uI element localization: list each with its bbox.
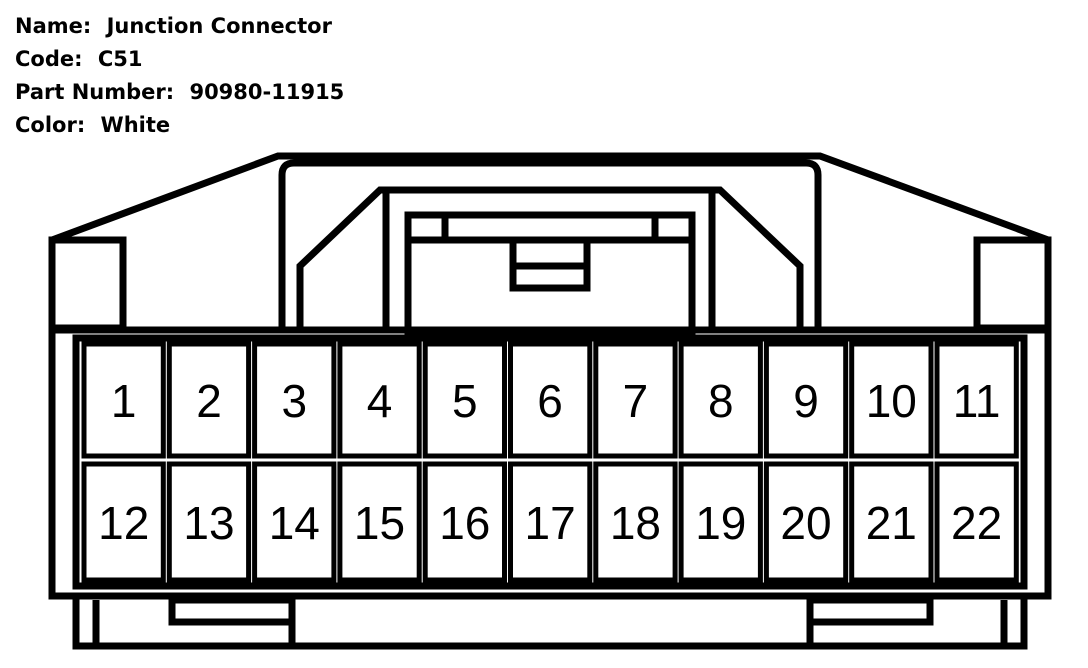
left-side-notch xyxy=(48,236,127,332)
inner-top-frame xyxy=(278,159,822,330)
info-color: Color: White xyxy=(15,109,344,142)
info-code: Code: C51 xyxy=(15,43,344,76)
bottom-rail xyxy=(72,596,1028,650)
pin-cell-8 xyxy=(678,341,763,459)
pin-label-1: 1 xyxy=(111,375,137,427)
pin-grid-frame xyxy=(72,334,1028,590)
pin-label-16: 16 xyxy=(439,497,490,549)
pin-label-6: 6 xyxy=(537,375,563,427)
pin-cell-13 xyxy=(166,461,252,583)
pin-cell-7 xyxy=(593,341,678,459)
pin-label-7: 7 xyxy=(623,375,649,427)
pin-label-3: 3 xyxy=(282,375,308,427)
pin-cell-10 xyxy=(849,341,934,459)
info-code-label: Code: xyxy=(15,47,83,71)
pin-cell-22 xyxy=(934,461,1019,583)
pin-cell-21 xyxy=(849,461,934,583)
pin-label-22: 22 xyxy=(951,497,1002,549)
pin-label-19: 19 xyxy=(695,497,746,549)
pin-label-5: 5 xyxy=(452,375,478,427)
pin-cell-14 xyxy=(252,461,337,583)
pin-label-13: 13 xyxy=(183,497,234,549)
pin-label-8: 8 xyxy=(708,375,734,427)
info-part-number: Part Number: 90980-11915 xyxy=(15,76,344,109)
pin-cell-9 xyxy=(763,341,849,459)
pin-cell-15 xyxy=(337,461,422,583)
pin-label-14: 14 xyxy=(269,497,320,549)
pin-cell-2 xyxy=(166,341,252,459)
pin-cell-19 xyxy=(678,461,763,583)
pin-cell-1 xyxy=(81,341,166,459)
pin-label-12: 12 xyxy=(98,497,149,549)
right-side-notch xyxy=(973,236,1052,332)
pin-cell-5 xyxy=(422,341,508,459)
pin-label-4: 4 xyxy=(367,375,393,427)
right-foot xyxy=(806,596,934,626)
pin-cell-3 xyxy=(252,341,337,459)
pin-label-11: 11 xyxy=(953,375,1001,427)
info-color-value: White xyxy=(100,113,171,137)
info-code-value: C51 xyxy=(97,47,143,71)
pin-cell-17 xyxy=(508,461,593,583)
pin-label-10: 10 xyxy=(866,375,917,427)
pin-label-2: 2 xyxy=(196,375,222,427)
connector-info: Name: Junction Connector Code: C51 Part … xyxy=(15,10,344,142)
pin-label-15: 15 xyxy=(354,497,405,549)
pin-label-18: 18 xyxy=(610,497,661,549)
latch-housing xyxy=(296,186,804,330)
lock-tab xyxy=(404,211,696,337)
info-name-value: Junction Connector xyxy=(106,14,332,38)
pin-cell-16 xyxy=(422,461,508,583)
pin-label-20: 20 xyxy=(780,497,831,549)
pin-cell-18 xyxy=(593,461,678,583)
pin-cell-11 xyxy=(934,341,1019,459)
pin-label-9: 9 xyxy=(793,375,819,427)
pin-cell-12 xyxy=(81,461,166,583)
pin-cell-4 xyxy=(337,341,422,459)
connector-housing xyxy=(48,152,1052,650)
info-name: Name: Junction Connector xyxy=(15,10,344,43)
pin-cell-6 xyxy=(508,341,593,459)
pin-label-17: 17 xyxy=(525,497,576,549)
pin-label-21: 21 xyxy=(866,497,917,549)
info-part-number-value: 90980-11915 xyxy=(189,80,345,104)
info-name-label: Name: xyxy=(15,14,92,38)
left-foot xyxy=(168,596,296,626)
info-color-label: Color: xyxy=(15,113,86,137)
pin-cell-20 xyxy=(763,461,849,583)
info-part-number-label: Part Number: xyxy=(15,80,175,104)
